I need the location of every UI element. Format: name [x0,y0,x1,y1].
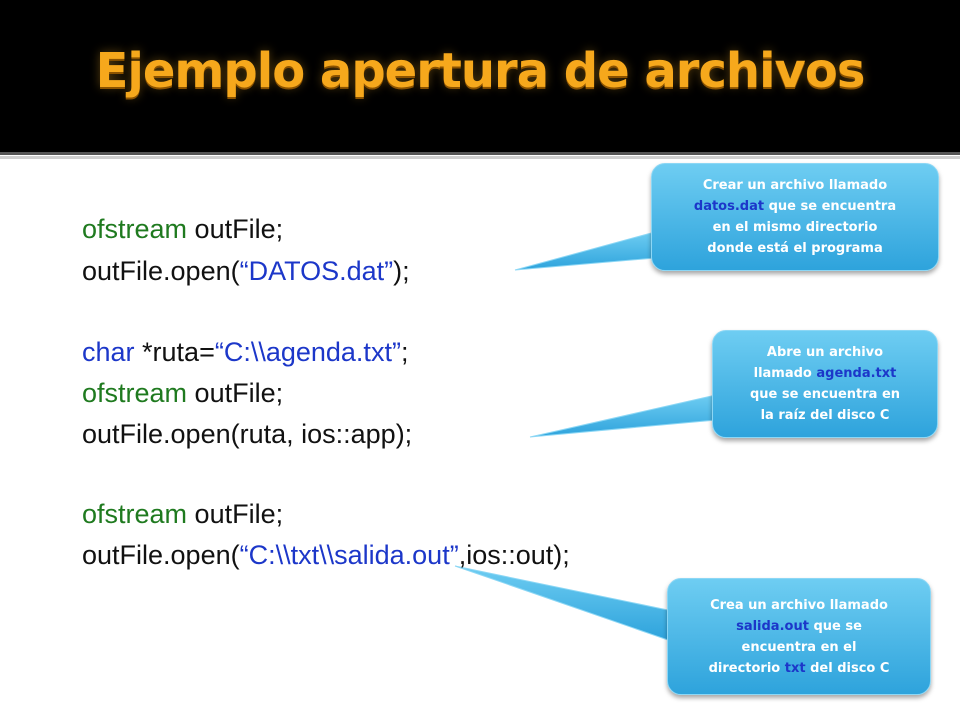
code-text: *ruta= [134,337,215,367]
title-divider-light [0,156,960,159]
title-bar: Ejemplo apertura de archivos [0,0,960,152]
code-text: outFile.open( [82,540,240,570]
code-line: ofstream outFile; [82,212,283,246]
callout-salida: Crea un archivo llamado salida.out que s… [667,578,931,695]
callout-line: del disco C [805,660,890,676]
slide-title: Ejemplo apertura de archivos [95,43,866,99]
code-keyword: ofstream [82,378,188,408]
callout-tail-1 [514,231,656,271]
code-keyword: ofstream [82,214,188,244]
callout-datos: Crear un archivo llamado datos.dat que s… [651,163,939,271]
code-line: outFile.open(ruta, ios::app); [82,417,412,451]
code-text: outFile.open( [82,256,240,286]
code-string: “C:\\txt\\salida.out” [239,540,459,570]
code-text: ; [400,337,409,367]
callout-line: Abre un archivo [766,345,884,360]
code-keyword: char [82,337,135,367]
callout-line: Crea un archivo llamado [710,597,888,613]
code-string: “DATOS.dat” [239,256,394,286]
code-line: char *ruta=“C:\\agenda.txt”; [82,335,408,369]
title-divider [0,152,960,155]
code-keyword: ofstream [82,499,188,529]
code-text: outFile; [187,214,284,244]
code-text: outFile; [187,378,284,408]
callout-text: Abre un archivo llamado agenda.txt que s… [750,342,900,426]
callout-highlight: datos.dat [693,199,765,214]
callout-highlight: salida.out [736,618,809,634]
code-text: ); [393,256,410,286]
callout-line: que se encuentra [764,199,897,214]
callout-tail-2 [529,394,717,438]
callout-tail-3 [454,565,669,641]
callout-highlight: agenda.txt [816,366,897,381]
callout-line: encuentra en el [741,639,857,655]
code-text: outFile.open(ruta, ios::app); [82,419,413,449]
code-string: “C:\\agenda.txt” [214,337,401,367]
callout-line: en el mismo directorio [712,220,878,235]
code-line: outFile.open(“C:\\txt\\salida.out”,ios::… [82,538,570,572]
callout-line: donde está el programa [707,241,883,256]
code-text: outFile; [187,499,284,529]
callout-line: que se encuentra en [749,387,901,402]
code-line: outFile.open(“DATOS.dat”); [82,254,410,288]
callout-line: la raíz del disco C [760,408,890,423]
callout-agenda: Abre un archivo llamado agenda.txt que s… [712,330,938,438]
code-text: ,ios::out); [458,540,570,570]
callout-line: Crear un archivo llamado [702,178,888,193]
callout-text: Crear un archivo llamado datos.dat que s… [694,175,896,259]
callout-line: que se [808,618,862,634]
callout-line: directorio [708,660,785,676]
callout-line: llamado [753,366,817,381]
callout-highlight: txt [784,660,806,676]
code-line: ofstream outFile; [82,497,283,531]
code-line: ofstream outFile; [82,376,283,410]
callout-text: Crea un archivo llamado salida.out que s… [709,595,890,679]
